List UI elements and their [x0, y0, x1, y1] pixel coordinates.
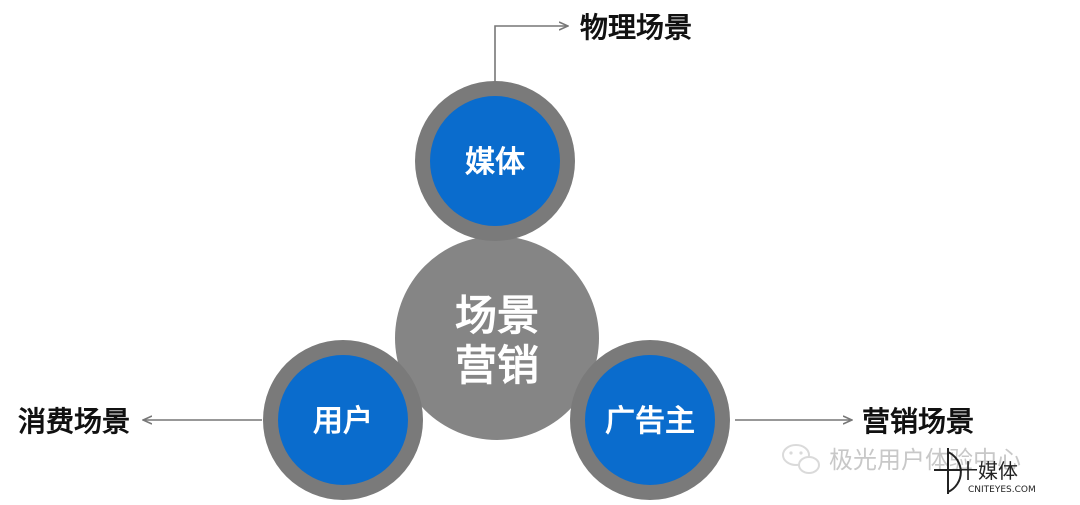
- center-circle: [395, 236, 599, 440]
- center-label-line2: 营销: [455, 341, 539, 390]
- watermark-text: 极光用户体验中心: [829, 446, 1021, 474]
- user-node: [278, 355, 408, 485]
- marketing-scene-label: 营销场景: [862, 405, 974, 438]
- brand-name: 十媒体: [958, 459, 1018, 483]
- advertiser-node: [585, 355, 715, 485]
- user-node-label: 用户: [313, 404, 373, 439]
- consumption-scene-label: 消费场景: [18, 405, 130, 438]
- media-node-label: 媒体: [465, 145, 526, 180]
- physical-scene-label: 物理场景: [580, 11, 692, 44]
- wechat-icon: [782, 444, 820, 474]
- advertiser-node-label: 广告主: [605, 404, 695, 439]
- media-node: [430, 96, 560, 226]
- brand-domain: CNITEYES.COM: [968, 485, 1036, 495]
- brand-logo-icon: [934, 448, 962, 494]
- arrow-to-physical-scene: [494, 26, 568, 82]
- center-label-line1: 场景: [455, 291, 539, 340]
